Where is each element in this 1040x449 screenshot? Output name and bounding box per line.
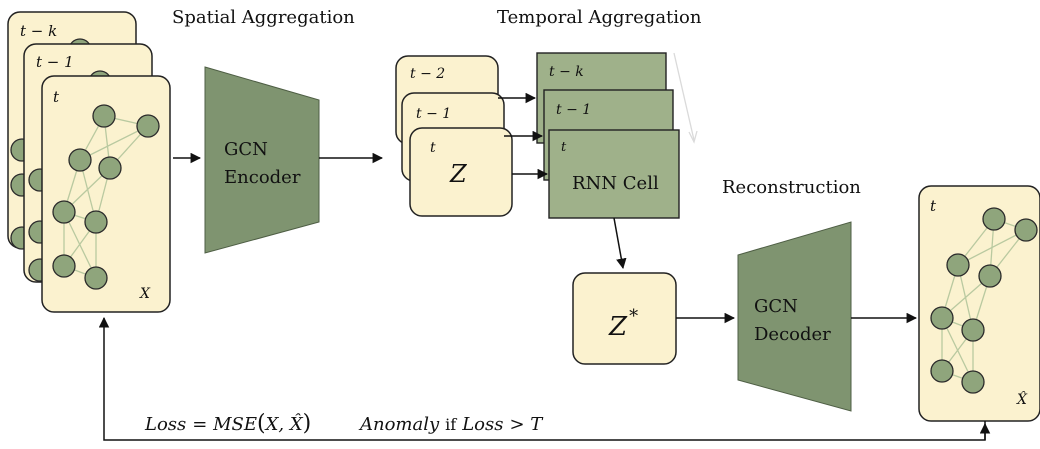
aggregate-embedding: Z*	[572, 272, 677, 365]
rnn-cell-t-minus-k-label: t − k	[549, 64, 584, 80]
gcn-decoder-line2: Decoder	[754, 324, 831, 345]
graph-node	[68, 148, 92, 172]
graph-node	[930, 306, 954, 330]
aggregate-symbol: Z*	[608, 306, 638, 342]
arrow-rnn-to-aggregate	[613, 217, 627, 270]
gcn-encoder: GCN Encoder	[204, 66, 320, 254]
output-matrix-label: X̂	[1016, 390, 1028, 408]
graph-node	[961, 318, 985, 342]
embedding-frame-t: t Z	[409, 127, 513, 217]
gcn-decoder-line1: GCN	[754, 296, 798, 317]
output-frame-t-label: t	[930, 197, 937, 215]
gcn-encoder-line1: GCN	[224, 139, 268, 160]
temporal-aggregation-label: Temporal Aggregation	[497, 7, 702, 28]
rnn-stack: t − k t − 1 t RNN Cell	[536, 52, 698, 219]
rnn-stack-depth-line	[673, 52, 695, 141]
graph-node	[98, 156, 122, 180]
input-frame-t-minus-1-label: t − 1	[36, 53, 74, 71]
graph-node	[136, 114, 160, 138]
embedding-frame-t-minus-1-label: t − 1	[416, 106, 451, 122]
graph-node	[52, 254, 76, 278]
graph-node	[946, 253, 970, 277]
graph-node	[52, 200, 76, 224]
rnn-cell-t-minus-1-label: t − 1	[556, 102, 591, 118]
rnn-cell-t-label: t	[561, 140, 567, 155]
embedding-frame-t-minus-2-label: t − 2	[410, 66, 445, 82]
input-graph-stack: t − k t − 1 t	[7, 11, 171, 313]
graph-node	[930, 359, 954, 383]
spatial-aggregation-label: Spatial Aggregation	[172, 7, 355, 28]
embedding-symbol: Z	[449, 160, 468, 188]
reconstruction-label: Reconstruction	[722, 177, 861, 198]
input-frame-t-minus-k-label: t − k	[20, 22, 57, 40]
gcn-decoder: GCN Decoder	[737, 221, 852, 412]
rnn-cell-t: t RNN Cell	[548, 129, 680, 219]
input-frame-t: t	[41, 75, 171, 313]
graph-node	[84, 210, 108, 234]
input-matrix-label: X	[139, 286, 151, 302]
graph-node	[978, 264, 1002, 288]
gcn-encoder-line2: Encoder	[224, 167, 301, 188]
graph-node	[1014, 218, 1038, 242]
graph-node	[982, 207, 1006, 231]
embedding-frame-t-label: t	[430, 140, 436, 156]
input-frame-t-label: t	[53, 88, 60, 106]
rnn-cell-label: RNN Cell	[572, 173, 659, 194]
output-graph-frame: t X̂	[918, 185, 1040, 422]
loss-formula: Loss= MSE(X, X̂)	[144, 411, 311, 436]
embedding-stack: t − 2 t − 1 t Z	[395, 55, 513, 217]
graph-node	[92, 104, 116, 128]
graph-node	[961, 370, 985, 394]
graph-node	[84, 266, 108, 290]
